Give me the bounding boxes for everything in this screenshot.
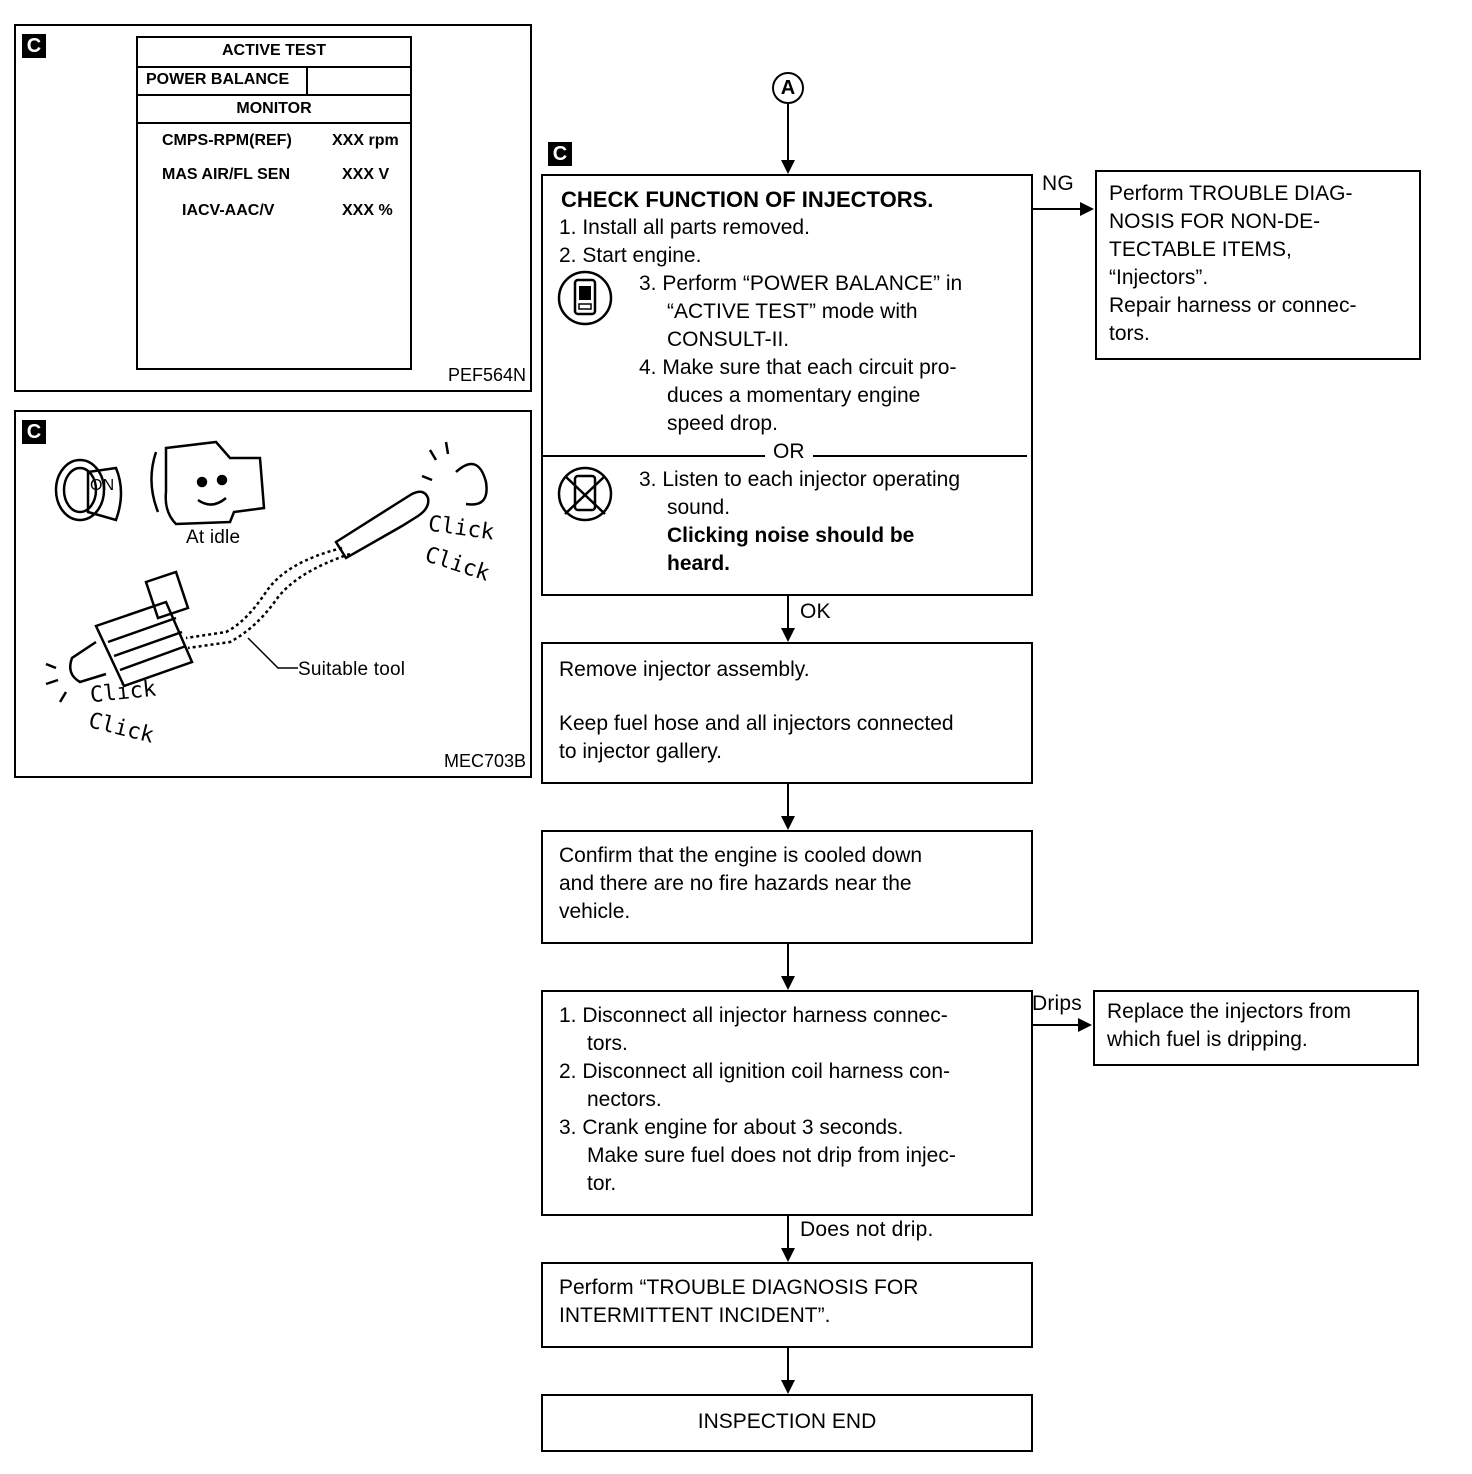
ng-text: Perform TROUBLE DIAG- xyxy=(1109,182,1353,205)
check-expected: heard. xyxy=(667,552,731,575)
remove-injector-box: Remove injector assembly. Keep fuel hose… xyxy=(541,642,1033,784)
disconnect-text: tor. xyxy=(587,1172,617,1195)
monitor-row-label: MAS AIR/FL SEN xyxy=(162,166,291,183)
flow-arrow xyxy=(1078,1018,1092,1032)
check-step: 1. Install all parts removed. xyxy=(559,216,810,239)
screen-title: ACTIVE TEST xyxy=(221,42,326,59)
check-step: speed drop. xyxy=(667,412,778,435)
remove-text: to injector gallery. xyxy=(559,740,723,763)
screen-divider xyxy=(138,122,410,124)
section-c-badge: C xyxy=(548,142,572,166)
flow-arrow xyxy=(781,976,795,990)
ng-text: Repair harness or connec- xyxy=(1109,294,1357,317)
perform-intermittent-box: Perform “TROUBLE DIAGNOSIS FOR INTERMITT… xyxy=(541,1262,1033,1348)
check-step: 2. Start engine. xyxy=(559,244,702,267)
screen-test-name: POWER BALANCE xyxy=(146,71,290,88)
disconnect-text: 1. Disconnect all injector harness conne… xyxy=(559,1004,948,1027)
confirm-text: and there are no fire hazards near the xyxy=(559,872,912,895)
check-step: 3. Listen to each injector operating xyxy=(639,468,961,491)
disconnect-text: tors. xyxy=(587,1032,628,1055)
flow-line xyxy=(787,1348,789,1380)
section-c-badge: C xyxy=(22,420,46,444)
confirm-text: Confirm that the engine is cooled down xyxy=(559,844,923,867)
inspection-end-box: INSPECTION END xyxy=(541,1394,1033,1452)
disconnect-crank-box: 1. Disconnect all injector harness conne… xyxy=(541,990,1033,1216)
ng-text: “Injectors”. xyxy=(1109,266,1209,289)
flow-arrow xyxy=(781,160,795,174)
screen-divider xyxy=(138,94,410,96)
suitable-tool-label: Suitable tool xyxy=(298,659,406,680)
flow-arrow xyxy=(781,628,795,642)
engine-icon xyxy=(150,440,266,526)
ng-text: TECTABLE ITEMS, xyxy=(1109,238,1292,261)
does-not-drip-label: Does not drip. xyxy=(800,1218,934,1241)
monitor-row-value: XXX rpm xyxy=(332,132,399,149)
or-label: OR xyxy=(765,438,813,466)
check-step: CONSULT-II. xyxy=(667,328,790,351)
flow-line xyxy=(1033,1024,1081,1026)
monitor-row-label: IACV-AAC/V xyxy=(182,202,275,219)
ng-label: NG xyxy=(1042,172,1074,195)
monitor-row-value: XXX V xyxy=(342,166,390,183)
perform-text: INTERMITTENT INCIDENT”. xyxy=(559,1304,831,1327)
flow-line xyxy=(787,784,789,816)
flow-line xyxy=(787,596,789,628)
injector-illustration xyxy=(45,440,488,703)
check-step: duces a momentary engine xyxy=(667,384,921,407)
flow-line xyxy=(787,1216,789,1248)
inspection-end-text: INSPECTION END xyxy=(697,1410,877,1433)
confirm-cooled-box: Confirm that the engine is cooled down a… xyxy=(541,830,1033,944)
section-c-badge: C xyxy=(22,34,46,58)
flow-line xyxy=(787,104,789,162)
disconnect-text: 3. Crank engine for about 3 seconds. xyxy=(559,1116,904,1139)
figure-injector-click: C xyxy=(14,410,532,778)
remove-text: Remove injector assembly. xyxy=(559,658,810,681)
flow-line xyxy=(1033,208,1083,210)
screen-monitor-label: MONITOR xyxy=(236,100,312,117)
ok-label: OK xyxy=(800,600,831,623)
ng-result-box: Perform TROUBLE DIAG- NOSIS FOR NON-DE- … xyxy=(1095,170,1421,360)
ng-text: tors. xyxy=(1109,322,1150,345)
connector-a: A xyxy=(772,72,804,104)
check-step: 3. Perform “POWER BALANCE” in xyxy=(639,272,963,295)
figure-consult-screen: C ACTIVE TEST POWER BALANCE MONITOR CMPS… xyxy=(14,24,532,392)
drips-label: Drips xyxy=(1032,992,1083,1015)
at-idle-label: At idle xyxy=(186,527,241,548)
check-step: “ACTIVE TEST” mode with xyxy=(667,300,918,323)
monitor-row-label: CMPS-RPM(REF) xyxy=(162,132,292,149)
flow-arrow xyxy=(781,1380,795,1394)
injector-icon xyxy=(45,570,194,703)
leader-line xyxy=(247,637,298,669)
replace-text: Replace the injectors from xyxy=(1107,1000,1351,1023)
screen-divider xyxy=(306,66,308,94)
consult-screen-frame: ACTIVE TEST POWER BALANCE MONITOR CMPS-R… xyxy=(136,36,412,370)
consult-tester-icon xyxy=(557,270,613,326)
flow-arrow xyxy=(781,816,795,830)
figure-code: PEF564N xyxy=(447,365,526,385)
no-consult-icon xyxy=(557,466,613,522)
flow-line xyxy=(787,944,789,976)
monitor-row-value: XXX % xyxy=(342,202,393,219)
check-step: sound. xyxy=(667,496,731,519)
stethoscope-tool-icon xyxy=(185,441,488,650)
perform-text: Perform “TROUBLE DIAGNOSIS FOR xyxy=(559,1276,919,1299)
flow-arrow xyxy=(1080,202,1094,216)
check-injectors-box: CHECK FUNCTION OF INJECTORS. 1. Install … xyxy=(541,174,1033,596)
check-step: 4. Make sure that each circuit pro- xyxy=(639,356,957,379)
check-title: CHECK FUNCTION OF INJECTORS. xyxy=(561,187,934,212)
figure-code: MEC703B xyxy=(443,751,526,771)
flow-arrow xyxy=(781,1248,795,1262)
remove-text: Keep fuel hose and all injectors connect… xyxy=(559,712,954,735)
check-expected: Clicking noise should be xyxy=(667,524,915,547)
ignition-key-icon xyxy=(54,458,123,522)
disconnect-text: Make sure fuel does not drip from injec- xyxy=(587,1144,956,1167)
disconnect-text: nectors. xyxy=(587,1088,662,1111)
screen-divider xyxy=(138,66,410,68)
replace-injectors-box: Replace the injectors from which fuel is… xyxy=(1093,990,1419,1066)
ng-text: NOSIS FOR NON-DE- xyxy=(1109,210,1321,233)
key-on-label: ON xyxy=(90,477,115,494)
replace-text: which fuel is dripping. xyxy=(1107,1028,1308,1051)
confirm-text: vehicle. xyxy=(559,900,631,923)
disconnect-text: 2. Disconnect all ignition coil harness … xyxy=(559,1060,951,1083)
